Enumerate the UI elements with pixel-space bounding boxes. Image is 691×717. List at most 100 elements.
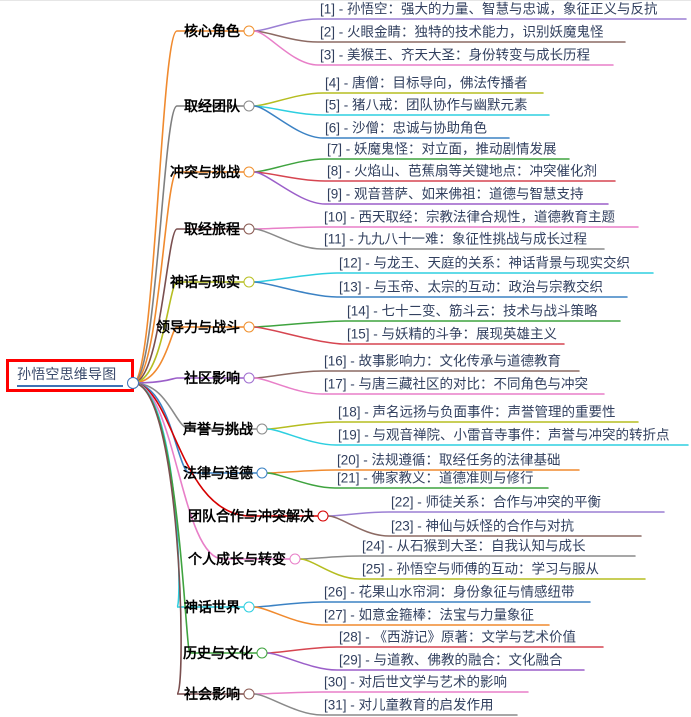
branch-node-2[interactable]: 取经团队 <box>184 98 242 114</box>
leaf-node[interactable]: [12] - 与龙王、天庭的关系：神话背景与现实交织 <box>337 256 632 273</box>
branch-anchor-dot[interactable] <box>256 647 268 659</box>
branch-node-label: 社区影响 <box>184 370 240 386</box>
branch-node-12[interactable]: 神话世界 <box>184 599 242 615</box>
leaf-node-label: [8] - 火焰山、芭蕉扇等关键地点：冲突催化剂 <box>327 163 598 179</box>
leaf-node[interactable]: [3] - 美猴王、齐天大圣：身份转变与成长历程 <box>318 48 592 65</box>
leaf-node[interactable]: [22] - 师徒关系：合作与冲突的平衡 <box>389 495 603 512</box>
root-node[interactable]: 孙悟空思维导图 <box>6 359 134 392</box>
leaf-node-label: [19] - 与观音禅院、小雷音寺事件：声誉与冲突的转折点 <box>338 427 670 443</box>
leaf-node[interactable]: [9] - 观音菩萨、如来佛祖：道德与智慧支持 <box>325 187 586 204</box>
root-node-anchor-dot[interactable] <box>127 377 139 389</box>
leaf-node-label: [20] - 法规遵循：取经任务的法律基础 <box>337 452 561 468</box>
branch-anchor-dot[interactable] <box>317 510 329 522</box>
leaf-node-label: [22] - 师徒关系：合作与冲突的平衡 <box>391 494 602 510</box>
branch-node-14[interactable]: 社会影响 <box>184 686 242 702</box>
leaf-node-label: [30] - 对后世文学与艺术的影响 <box>324 674 508 690</box>
leaf-node[interactable]: [14] - 七十二变、筋斗云：技术与战斗策略 <box>345 304 600 321</box>
leaf-node-label: [29] - 与道教、佛教的融合：文化融合 <box>339 652 563 668</box>
leaf-node[interactable]: [24] - 从石猴到大圣：自我认知与成长 <box>360 539 588 556</box>
branch-anchor-dot[interactable] <box>243 276 255 288</box>
leaf-node-label: [10] - 西天取经：宗教法律合规性，道德教育主题 <box>324 209 616 225</box>
branch-node-5[interactable]: 神话与现实 <box>170 274 242 290</box>
leaf-node[interactable]: [27] - 如意金箍棒：法宝与力量象征 <box>322 608 536 625</box>
leaf-node-label: [5] - 猪八戒：团队协作与幽默元素 <box>325 97 528 113</box>
leaf-node[interactable]: [28] - 《西游记》原著：文学与艺术价值 <box>337 630 578 647</box>
branch-anchor-dot[interactable] <box>243 166 255 178</box>
leaf-node[interactable]: [17] - 与唐三藏社区的对比：不同角色与冲突 <box>322 377 590 394</box>
leaf-node[interactable]: [10] - 西天取经：宗教法律合规性，道德教育主题 <box>322 210 617 227</box>
leaf-node-label: [6] - 沙僧：忠诚与协助角色 <box>325 120 488 136</box>
leaf-node[interactable]: [8] - 火焰山、芭蕉扇等关键地点：冲突催化剂 <box>325 164 599 181</box>
branch-anchor-dot[interactable] <box>243 688 255 700</box>
leaf-node-label: [1] - 孙悟空：强大的力量、智慧与忠诚，象征正义与反抗 <box>320 1 658 17</box>
leaf-node[interactable]: [11] - 九九八十一难：象征性挑战与成长过程 <box>322 232 589 249</box>
branch-node-11[interactable]: 个人成长与转变 <box>188 551 288 567</box>
branch-node-label: 神话世界 <box>184 599 240 615</box>
branch-node-7[interactable]: 社区影响 <box>184 370 242 386</box>
leaf-node[interactable]: [7] - 妖魔鬼怪：对立面，推动剧情发展 <box>325 142 559 159</box>
branch-anchor-dot[interactable] <box>243 100 255 112</box>
branch-anchor-dot[interactable] <box>243 372 255 384</box>
branch-node-label: 领导力与战斗 <box>156 319 240 335</box>
branch-node-9[interactable]: 法律与道德 <box>183 465 255 481</box>
leaf-node-label: [26] - 花果山水帘洞：身份象征与情感纽带 <box>324 584 575 600</box>
leaf-node-label: [3] - 美猴王、齐天大圣：身份转变与成长历程 <box>320 47 591 63</box>
leaf-node-label: [16] - 故事影响力：文化传承与道德教育 <box>324 353 562 369</box>
branch-node-4[interactable]: 取经旅程 <box>184 221 242 237</box>
top-divider <box>0 0 691 1</box>
leaf-node[interactable]: [4] - 唐僧：目标导向，佛法传播者 <box>323 76 530 93</box>
branch-anchor-dot[interactable] <box>243 321 255 333</box>
leaf-node[interactable]: [25] - 孙悟空与师傅的互动：学习与服从 <box>360 562 601 579</box>
branch-node-3[interactable]: 冲突与挑战 <box>170 164 242 180</box>
leaf-node-label: [14] - 七十二变、筋斗云：技术与战斗策略 <box>347 303 598 319</box>
leaf-node-label: [21] - 佛家教义：道德准则与修行 <box>337 470 534 486</box>
leaf-node[interactable]: [21] - 佛家教义：道德准则与修行 <box>335 471 536 488</box>
leaf-node[interactable]: [31] - 对儿童教育的启发作用 <box>322 698 496 715</box>
leaf-node-label: [11] - 九九八十一难：象征性挑战与成长过程 <box>324 231 588 247</box>
leaf-node[interactable]: [20] - 法规遵循：取经任务的法律基础 <box>335 453 563 470</box>
leaf-node-label: [24] - 从石猴到大圣：自我认知与成长 <box>362 538 586 554</box>
leaf-node-label: [12] - 与龙王、天庭的关系：神话背景与现实交织 <box>339 255 631 271</box>
branch-anchor-dot[interactable] <box>243 25 255 37</box>
leaf-node-label: [7] - 妖魔鬼怪：对立面，推动剧情发展 <box>327 141 557 157</box>
leaf-node[interactable]: [16] - 故事影响力：文化传承与道德教育 <box>322 354 563 371</box>
branch-node-label: 个人成长与转变 <box>188 551 286 567</box>
leaf-node-label: [18] - 声名远扬与负面事件：声誉管理的重要性 <box>338 404 616 420</box>
leaf-node[interactable]: [18] - 声名远扬与负面事件：声誉管理的重要性 <box>336 405 618 422</box>
leaf-node-label: [15] - 与妖精的斗争：展现英雄主义 <box>347 326 558 342</box>
branch-node-13[interactable]: 历史与文化 <box>183 645 255 661</box>
branch-node-label: 神话与现实 <box>170 274 240 290</box>
leaf-node-label: [23] - 神仙与妖怪的合作与对抗 <box>391 518 575 534</box>
branch-node-6[interactable]: 领导力与战斗 <box>156 319 242 335</box>
branch-node-label: 法律与道德 <box>183 465 253 481</box>
leaf-node[interactable]: [19] - 与观音禅院、小雷音寺事件：声誉与冲突的转折点 <box>336 428 672 445</box>
branch-anchor-dot[interactable] <box>243 601 255 613</box>
leaf-node[interactable]: [15] - 与妖精的斗争：展现英雄主义 <box>345 327 559 344</box>
branch-anchor-dot[interactable] <box>256 423 268 435</box>
branch-anchor-dot[interactable] <box>243 223 255 235</box>
branch-anchor-dot[interactable] <box>256 467 268 479</box>
branch-node-8[interactable]: 声誉与挑战 <box>183 421 255 437</box>
leaf-node[interactable]: [30] - 对后世文学与艺术的影响 <box>322 675 509 692</box>
branch-anchor-dot[interactable] <box>289 553 301 565</box>
branch-node-1[interactable]: 核心角色 <box>184 23 242 39</box>
leaf-node-label: [28] - 《西游记》原著：文学与艺术价值 <box>339 629 577 645</box>
branch-node-10[interactable]: 团队合作与冲突解决 <box>188 508 316 524</box>
leaf-node[interactable]: [23] - 神仙与妖怪的合作与对抗 <box>389 519 576 536</box>
leaf-node[interactable]: [29] - 与道教、佛教的融合：文化融合 <box>337 653 565 670</box>
leaf-node[interactable]: [6] - 沙僧：忠诚与协助角色 <box>323 121 489 138</box>
leaf-node[interactable]: [5] - 猪八戒：团队协作与幽默元素 <box>323 98 530 115</box>
leaf-node-label: [4] - 唐僧：目标导向，佛法传播者 <box>325 75 528 91</box>
branch-node-label: 核心角色 <box>184 23 240 39</box>
leaf-node-label: [9] - 观音菩萨、如来佛祖：道德与智慧支持 <box>327 186 584 202</box>
leaf-node[interactable]: [13] - 与玉帝、太宗的互动：政治与宗教交织 <box>337 280 605 297</box>
leaf-node[interactable]: [2] - 火眼金睛：独特的技术能力，识别妖魔鬼怪 <box>318 25 606 42</box>
leaf-node[interactable]: [1] - 孙悟空：强大的力量、智慧与忠诚，象征正义与反抗 <box>318 2 660 19</box>
branch-node-label: 声誉与挑战 <box>183 421 253 437</box>
leaf-node[interactable]: [26] - 花果山水帘洞：身份象征与情感纽带 <box>322 585 577 602</box>
branch-node-label: 取经旅程 <box>184 221 240 237</box>
branch-node-label: 团队合作与冲突解决 <box>188 508 314 524</box>
leaf-node-label: [2] - 火眼金睛：独特的技术能力，识别妖魔鬼怪 <box>320 24 604 40</box>
